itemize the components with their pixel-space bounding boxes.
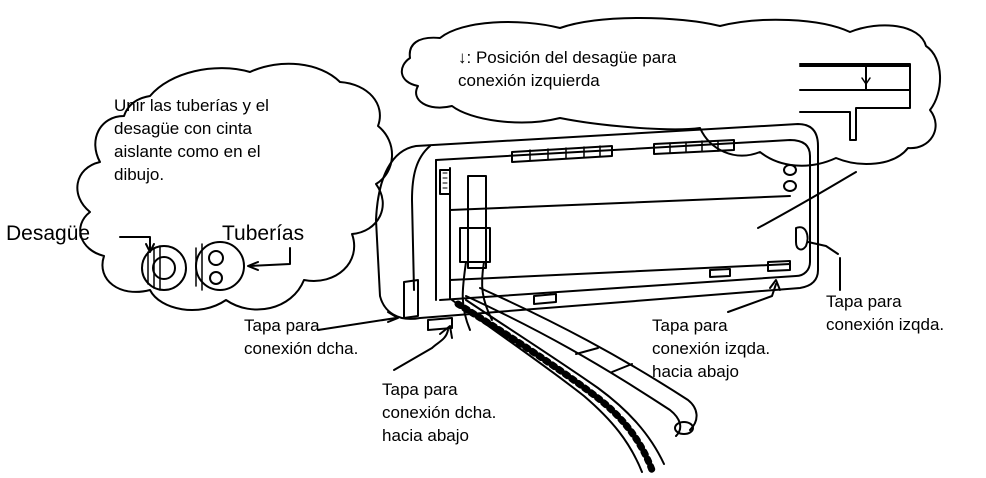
indoor-unit [375,123,819,331]
pipes-label: Tuberías [222,222,305,245]
left-connection-cap-label: Tapa para conexión izqda. [826,292,945,334]
drain-note-cloud [400,17,942,167]
drain-position-note: ↓: Posición del desagüe para conexión iz… [458,48,677,90]
instruction-text: Unir las tuberías y el desagüe con cinta… [114,96,269,184]
right-down-connection-cap-label: Tapa para conexión dcha. hacia abajo [382,380,497,445]
leader-lines [119,171,857,371]
drain-pipe-cross-section [141,241,245,291]
right-connection-cap-label: Tapa para conexión dcha. [244,316,359,358]
left-down-connection-cap-label: Tapa para conexión izqda. hacia abajo [652,316,771,381]
instruction-cloud [76,62,393,312]
drain-position-detail [799,63,911,141]
drain-label: Desagüe [6,222,91,245]
piping-bundle [451,175,698,474]
